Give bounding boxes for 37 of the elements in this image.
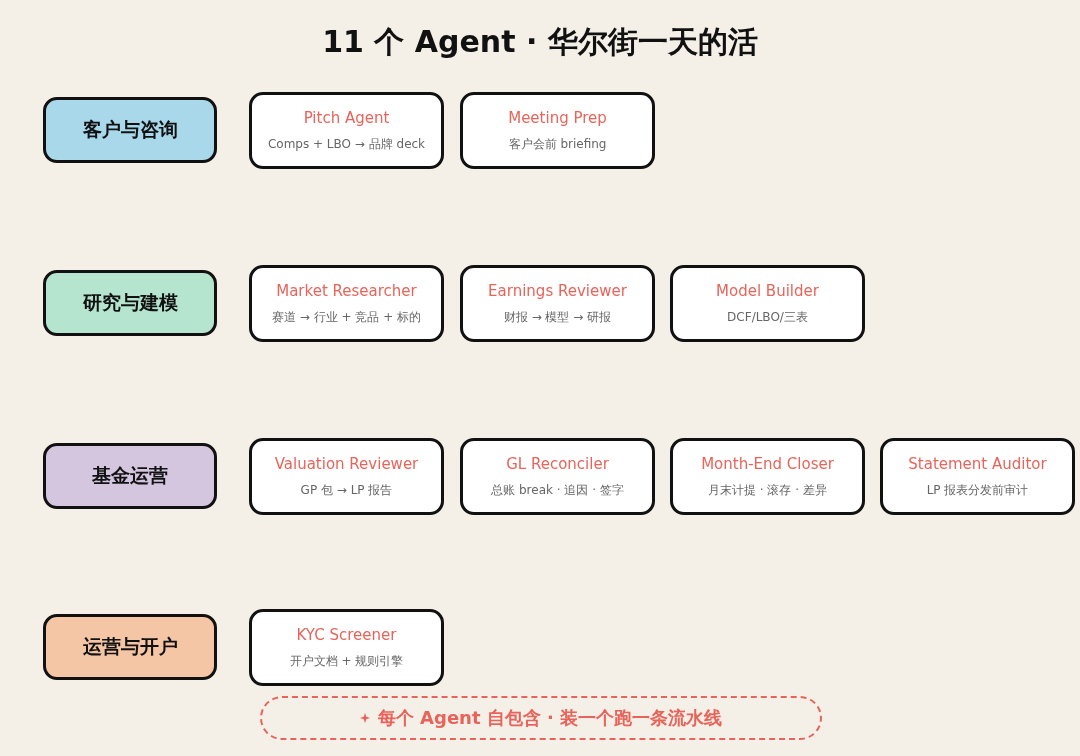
agent-card [670,438,865,515]
agent-name: Market Researcher [276,281,417,300]
agent-name: Pitch Agent [303,108,390,127]
agent-description: 赛道 → 行业 + 竞品 + 标的 [271,308,422,326]
category-box: 基金运营 [43,443,217,509]
agent-description: 月末计提 · 滚存 · 差异 [708,481,827,499]
agent-card [670,265,865,342]
title: 11 个 Agent · 华尔街一天的活 [321,23,759,61]
note-pill [260,696,822,740]
agent-description: 财报 → 模型 → 研报 [503,308,612,326]
agent-card [460,438,655,515]
agent-card [249,609,444,686]
agent-card [249,92,444,169]
category-box: 运营与开户 [43,614,217,680]
agent-name: Meeting Prep [508,108,607,127]
agent-description: GP 包 → LP 报告 [300,481,393,499]
agent-name: Valuation Reviewer [274,454,419,473]
agent-description: 客户会前 briefing [508,135,607,153]
agent-name: Earnings Reviewer [488,281,627,300]
note-text: 每个 Agent 自包含 · 装一个跑一条流水线 [377,706,723,730]
agent-name: GL Reconciler [506,454,609,473]
agent-card [249,438,444,515]
agent-card [249,265,444,342]
agent-description: 开户文档 + 规则引擎 [289,652,404,670]
agent-description: DCF/LBO/三表 [727,308,808,326]
agent-card [880,438,1075,515]
agent-name: Statement Auditor [908,454,1047,473]
agent-name: Model Builder [716,281,819,300]
agent-name: KYC Screener [296,625,397,644]
agent-card [460,265,655,342]
agent-description: Comps + LBO → 品牌 deck [267,135,426,153]
category-box: 客户与咨询 [43,97,217,163]
agent-description: LP 报表分发前审计 [926,481,1029,499]
agent-card [460,92,655,169]
agent-name: Month-End Closer [701,454,834,473]
agent-description: 总账 break · 追因 · 签字 [491,481,624,499]
category-box: 研究与建模 [43,270,217,336]
